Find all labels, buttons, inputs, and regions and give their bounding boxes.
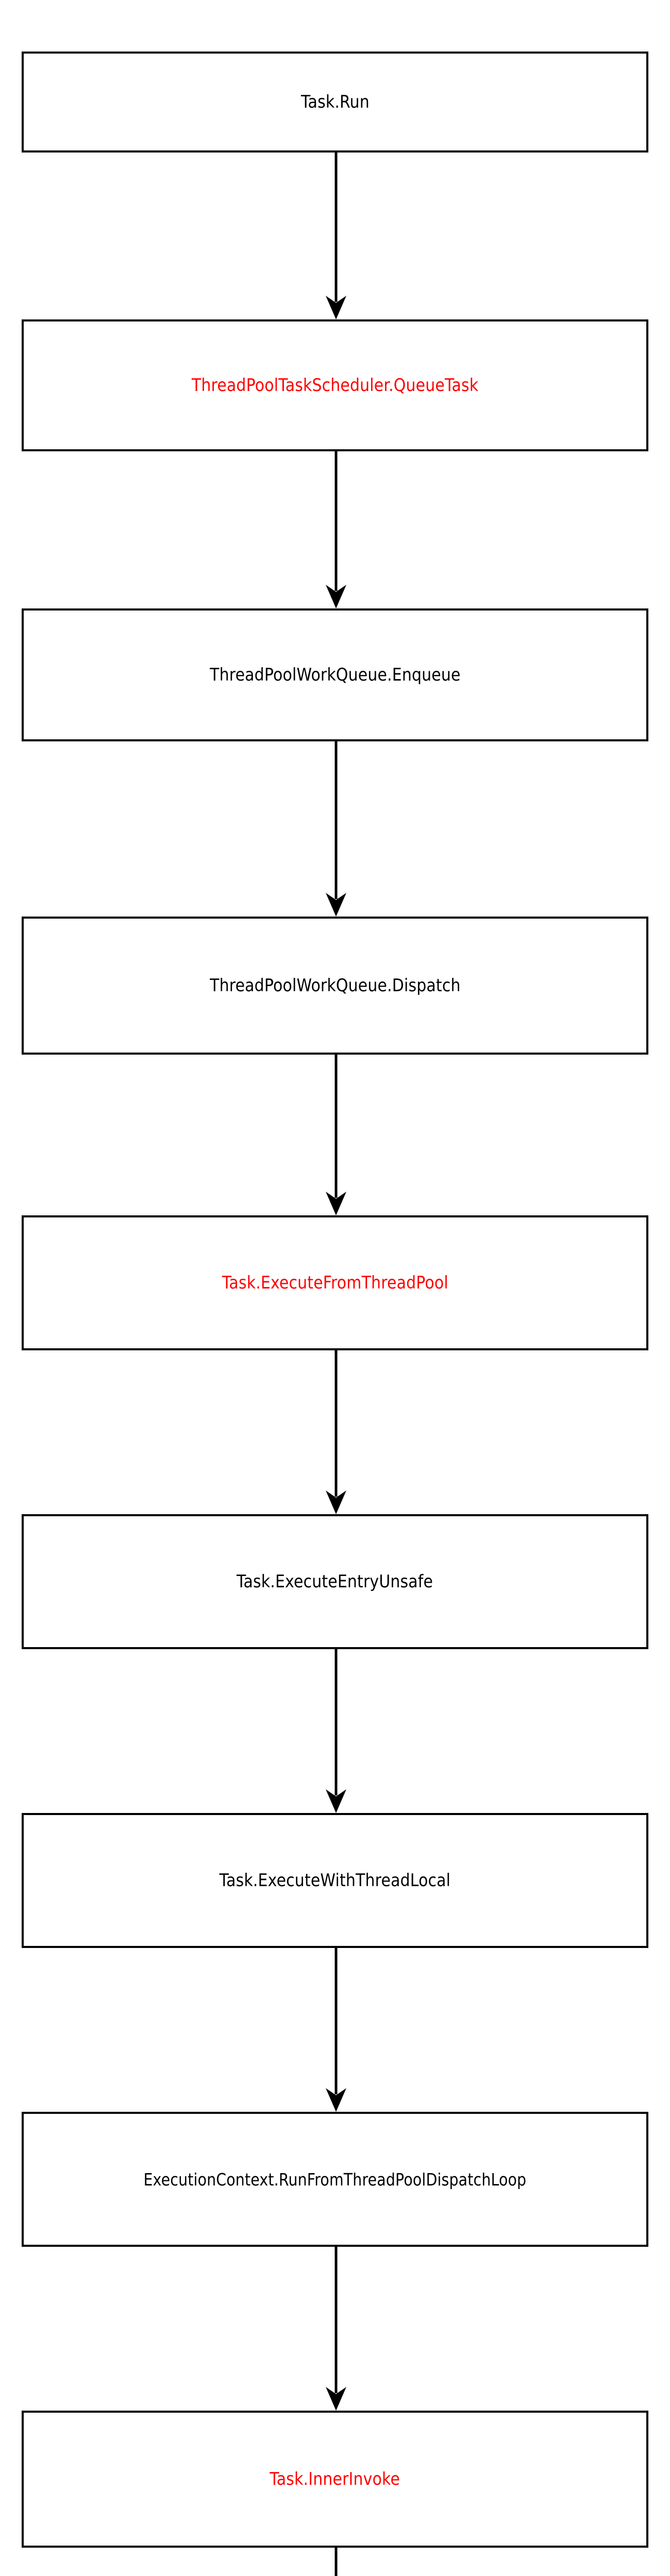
node-label: ThreadPoolTaskScheduler.QueueTask [191,375,479,396]
arrowhead-icon [326,2387,346,2411]
node-label: Task.ExecuteEntryUnsafe [237,1571,433,1592]
node-label: ThreadPoolWorkQueue.Dispatch [209,975,461,996]
flowchart-node-n2[interactable]: ThreadPoolTaskScheduler.QueueTask [22,319,648,451]
flowchart-edge-n2-n3 [0,451,670,608]
flowchart-node-n1[interactable]: Task.Run [22,52,648,152]
arrowhead-icon [326,296,346,319]
flowchart-node-n7[interactable]: Task.ExecuteWithThreadLocal [22,1813,648,1948]
arrowhead-icon [326,1490,346,1514]
arrowhead-icon [326,893,346,917]
node-label: Task.Run [300,92,370,112]
flowchart-edge-n8-n9 [0,2247,670,2411]
flowchart-node-n3[interactable]: ThreadPoolWorkQueue.Enqueue [22,608,648,741]
flowchart-edge-n6-n7 [0,1649,670,1813]
node-label: ThreadPoolWorkQueue.Enqueue [209,665,461,685]
flowchart-edge-n1-n2 [0,152,670,319]
node-label: Task.InnerInvoke [270,2469,400,2489]
node-label: Task.ExecuteFromThreadPool [222,1273,448,1293]
flowchart-node-n8[interactable]: ExecutionContext.RunFromThreadPoolDispat… [22,2112,648,2247]
flowchart-edge-n3-n4 [0,741,670,917]
arrowhead-icon [326,1192,346,1215]
flowchart-node-n6[interactable]: Task.ExecuteEntryUnsafe [22,1514,648,1649]
flowchart-node-n4[interactable]: ThreadPoolWorkQueue.Dispatch [22,917,648,1055]
flowchart-edge-n9-n10 [0,2548,670,2576]
node-label: ExecutionContext.RunFromThreadPoolDispat… [143,2169,527,2190]
flowchart-edge-n7-n8 [0,1948,670,2112]
flowchart-node-n9[interactable]: Task.InnerInvoke [22,2411,648,2548]
flowchart-edge-n4-n5 [0,1055,670,1215]
flowchart-edge-n5-n6 [0,1350,670,1514]
arrowhead-icon [326,2088,346,2112]
node-label: Task.ExecuteWithThreadLocal [219,1870,451,1891]
flowchart-node-n5[interactable]: Task.ExecuteFromThreadPool [22,1215,648,1350]
arrowhead-icon [326,1789,346,1813]
arrowhead-icon [326,585,346,608]
